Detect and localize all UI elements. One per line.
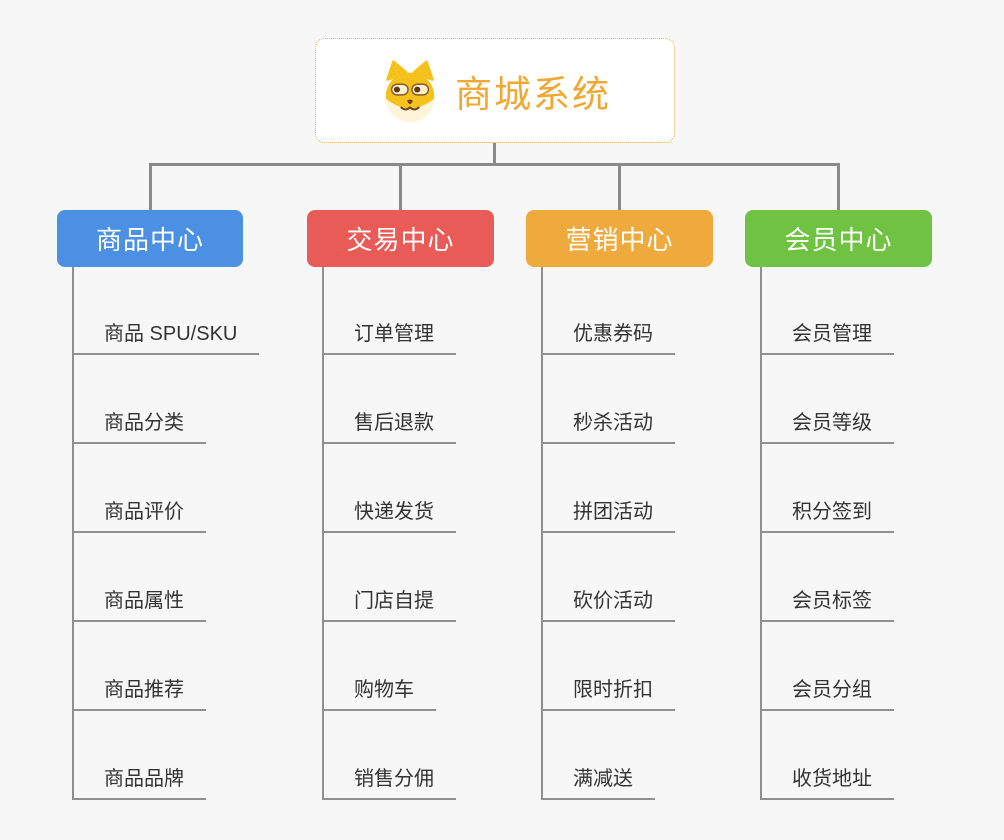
leaf-node[interactable]: 积分签到 [760, 493, 894, 533]
leaf-label: 商品分类 [104, 412, 184, 434]
branch-node-product-center[interactable]: 商品中心 [57, 210, 243, 267]
leaf-label: 砍价活动 [573, 590, 653, 612]
leaf-node[interactable]: 门店自提 [322, 582, 456, 622]
leaf-node[interactable]: 销售分佣 [322, 760, 456, 800]
leaf-label: 收货地址 [792, 768, 872, 790]
leaf-label: 会员标签 [792, 590, 872, 612]
branch-spine-trade [322, 267, 324, 800]
leaf-node[interactable]: 拼团活动 [541, 493, 675, 533]
leaf-node[interactable]: 会员管理 [760, 315, 894, 355]
leaf-label: 售后退款 [354, 412, 434, 434]
leaf-node[interactable]: 购物车 [322, 671, 436, 711]
leaf-label: 满减送 [573, 768, 633, 790]
leaf-label: 秒杀活动 [573, 412, 653, 434]
leaf-label: 商品品牌 [104, 768, 184, 790]
leaf-label: 商品推荐 [104, 679, 184, 701]
leaf-label: 门店自提 [354, 590, 434, 612]
branch-node-trade-center[interactable]: 交易中心 [307, 210, 494, 267]
leaf-label: 订单管理 [354, 323, 434, 345]
root-node-mall-system[interactable]: 商城系统 [315, 38, 675, 143]
leaf-label: 快递发货 [354, 501, 434, 523]
leaf-label: 会员分组 [792, 679, 872, 701]
leaf-label: 限时折扣 [573, 679, 653, 701]
leaf-node[interactable]: 商品属性 [72, 582, 206, 622]
dog-icon [385, 59, 435, 122]
leaf-label: 优惠券码 [573, 323, 653, 345]
leaf-label: 商品 SPU/SKU [104, 323, 238, 345]
leaf-node[interactable]: 满减送 [541, 760, 655, 800]
leaf-node[interactable]: 商品推荐 [72, 671, 206, 711]
leaf-node[interactable]: 订单管理 [322, 315, 456, 355]
leaf-node[interactable]: 商品 SPU/SKU [72, 315, 260, 355]
leaf-node[interactable]: 优惠券码 [541, 315, 675, 355]
leaf-label: 购物车 [354, 679, 414, 701]
leaf-label: 会员等级 [792, 412, 872, 434]
leaf-node[interactable]: 收货地址 [760, 760, 894, 800]
branch-spine-marketing [541, 267, 543, 800]
connector-branch-3 [618, 165, 621, 210]
branch-spine-product [72, 267, 74, 800]
leaf-node[interactable]: 秒杀活动 [541, 404, 675, 444]
leaf-label: 商品属性 [104, 590, 184, 612]
leaf-node[interactable]: 售后退款 [322, 404, 456, 444]
branch-node-marketing-center[interactable]: 营销中心 [526, 210, 713, 267]
leaf-label: 积分签到 [792, 501, 872, 523]
leaf-node[interactable]: 砍价活动 [541, 582, 675, 622]
connector-branch-2 [399, 165, 402, 210]
leaf-label: 拼团活动 [573, 501, 653, 523]
connector-horizontal-bar [149, 163, 840, 166]
branch-node-member-center[interactable]: 会员中心 [745, 210, 932, 267]
leaf-node[interactable]: 限时折扣 [541, 671, 675, 711]
leaf-node[interactable]: 商品品牌 [72, 760, 206, 800]
leaf-node[interactable]: 会员分组 [760, 671, 894, 711]
leaf-node[interactable]: 商品分类 [72, 404, 206, 444]
connector-root-vertical [493, 142, 496, 164]
connector-branch-1 [149, 165, 152, 210]
connector-branch-4 [837, 165, 840, 210]
root-title: 商城系统 [455, 73, 611, 115]
leaf-label: 商品评价 [104, 501, 184, 523]
branch-spine-member [760, 267, 762, 800]
leaf-label: 销售分佣 [354, 768, 434, 790]
leaf-node[interactable]: 快递发货 [322, 493, 456, 533]
leaf-node[interactable]: 会员等级 [760, 404, 894, 444]
leaf-node[interactable]: 商品评价 [72, 493, 206, 533]
leaf-node[interactable]: 会员标签 [760, 582, 894, 622]
leaf-label: 会员管理 [792, 323, 872, 345]
